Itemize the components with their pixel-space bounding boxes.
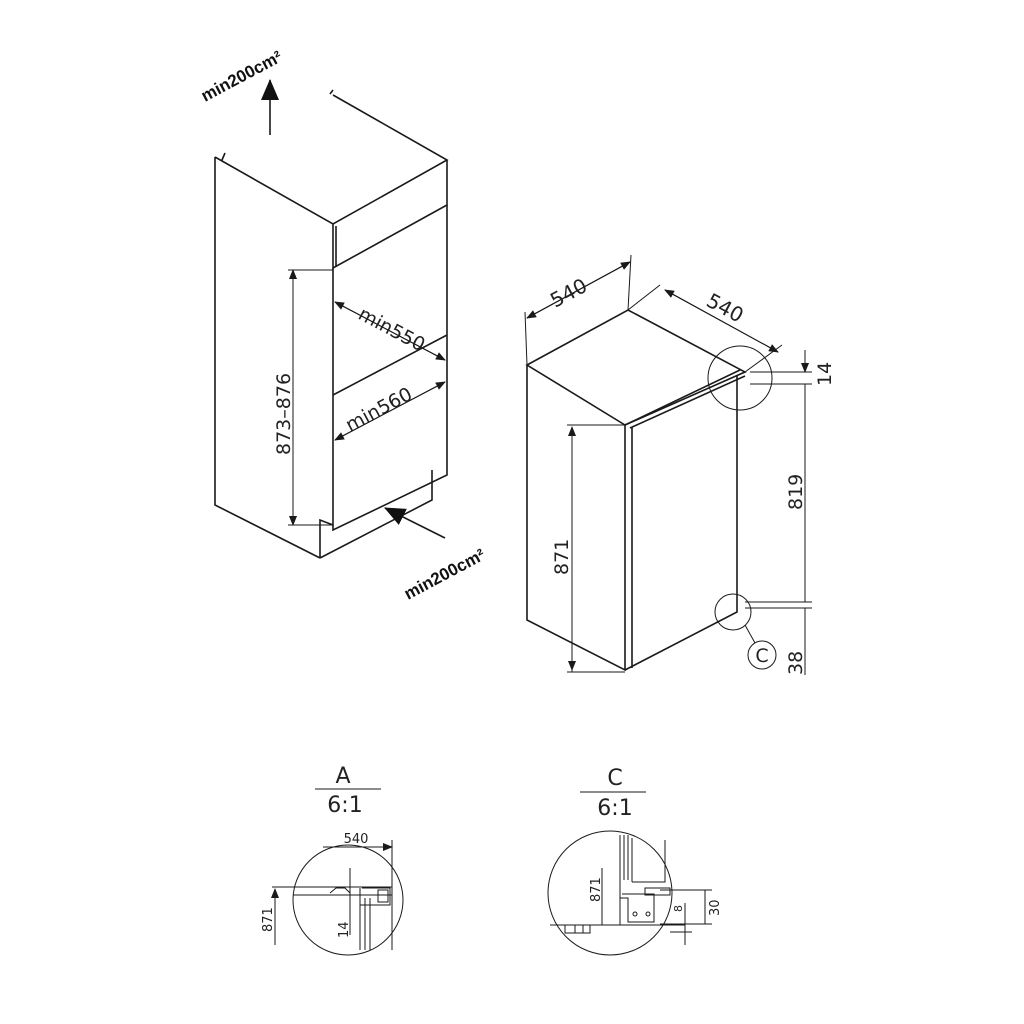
detail-c-callout — [747, 640, 777, 670]
top-gap-label: 14 — [814, 362, 836, 386]
niche-cabinet — [214, 89, 447, 559]
detail-c-title: C — [607, 766, 622, 791]
top-vent-label: min200cm² — [198, 47, 286, 106]
detail-c-callout-label: C — [755, 645, 768, 667]
detail-a-marker-circle — [707, 345, 773, 411]
detail-a-title: A — [335, 764, 350, 789]
bottom-vent-arrow — [384, 507, 446, 539]
detail-a: A 6:1 540 871 14 — [261, 764, 404, 956]
min550-arrow-back — [334, 301, 446, 361]
bottom-gap-label: 38 — [785, 651, 807, 675]
detail-c-scale: 6:1 — [597, 796, 632, 821]
detail-c-height: 871 — [589, 877, 604, 902]
callout-leader — [744, 624, 756, 644]
detail-a-scale: 6:1 — [327, 793, 362, 818]
door-span-label: 819 — [785, 474, 807, 510]
detail-a-width: 540 — [344, 832, 369, 847]
detail-a-gap: 14 — [337, 921, 352, 938]
niche-height-label: 873–876 — [273, 373, 295, 455]
detail-c: C 6:1 871 30 8 — [547, 766, 723, 956]
min550-label: min550 — [355, 303, 429, 356]
min560-arrow-back — [334, 381, 446, 441]
min560-label: min560 — [342, 383, 416, 436]
detail-c-marker-circle — [714, 593, 752, 631]
width-label: 540 — [546, 273, 591, 312]
niche-height-dimension — [288, 269, 333, 526]
appliance-body — [525, 309, 747, 672]
height-dimension — [567, 424, 625, 673]
detail-c-dim-30: 30 — [708, 899, 723, 916]
detail-c-dim-8: 8 — [672, 905, 685, 912]
detail-a-height: 871 — [261, 907, 276, 932]
width-dimension — [524, 254, 632, 366]
side-dimensions — [745, 350, 812, 675]
bottom-vent-label: min200cm² — [401, 545, 489, 604]
depth-dimension — [627, 284, 783, 373]
depth-label: 540 — [703, 288, 748, 327]
height-label: 871 — [551, 539, 573, 575]
